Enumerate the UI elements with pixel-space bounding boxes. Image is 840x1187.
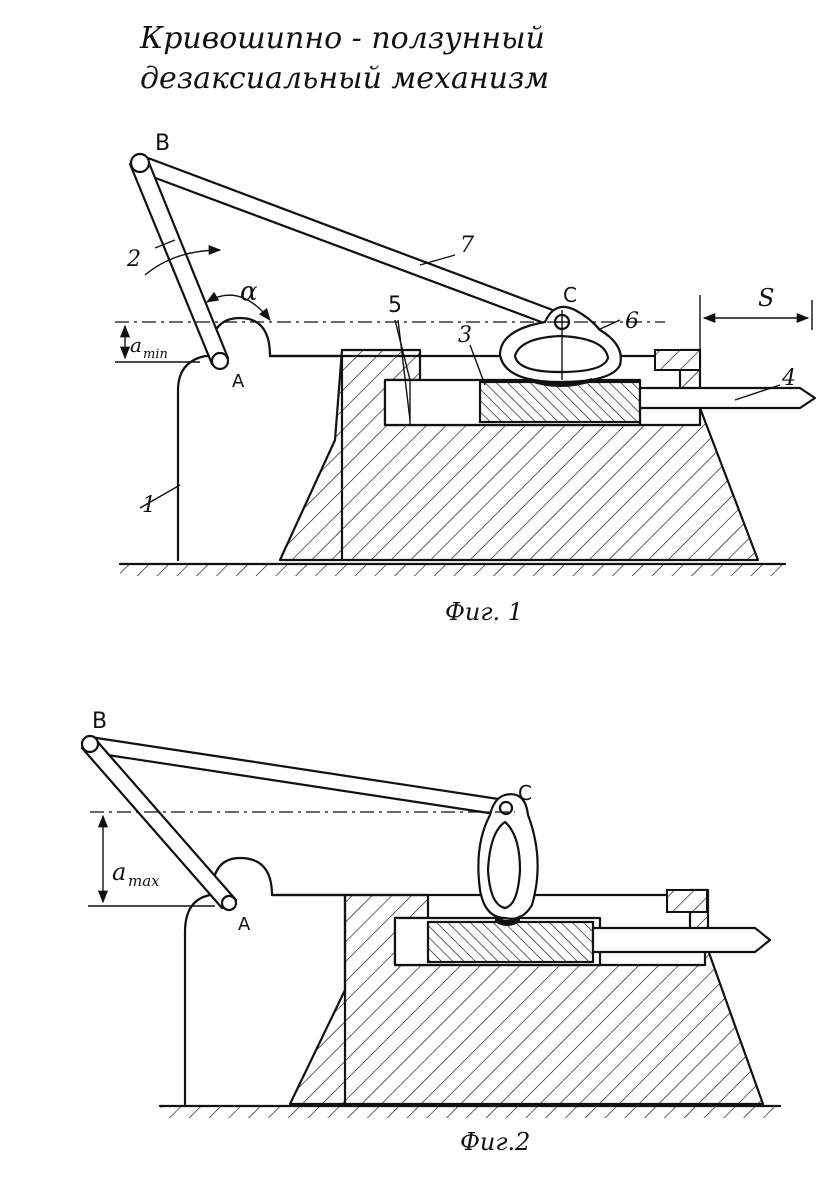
fig1-part-3: 3 xyxy=(458,323,472,348)
fig1-label-alpha: α xyxy=(240,277,258,307)
fig1-part-2: 2 xyxy=(126,247,141,272)
fig2-caption: Фиг.2 xyxy=(460,1128,530,1156)
fig2-label-amax-sub: max xyxy=(128,872,160,890)
title-line-2: дезаксиальный механизм xyxy=(140,61,549,96)
fig1-stand-1 xyxy=(176,316,344,562)
fig1-slider-3 xyxy=(478,380,642,424)
fig1-joint-B xyxy=(129,152,151,174)
figure-1: B A C α a min S 1 2 3 4 5 6 7 Фиг. 1 xyxy=(115,131,817,626)
fig2-coupler xyxy=(477,793,539,920)
fig1-part-6: 6 xyxy=(625,309,639,334)
fig1-label-amin: a xyxy=(130,333,142,357)
fig1-label-B: B xyxy=(155,131,170,156)
fig2-joint-C xyxy=(498,800,514,816)
fig1-contact-pad xyxy=(530,378,592,387)
fig1-rotation-arrow xyxy=(144,244,222,276)
fig2-stand-1 xyxy=(183,856,347,1106)
fig1-joint-A xyxy=(210,351,230,371)
fig1-ground xyxy=(118,562,787,576)
fig1-angle-alpha-arc xyxy=(205,291,271,321)
fig2-label-A: A xyxy=(238,914,251,935)
fig2-ground xyxy=(158,1104,782,1118)
fig2-rod-4 xyxy=(591,926,772,954)
fig1-rod-4 xyxy=(638,386,817,410)
fig1-coupler-6 xyxy=(498,305,622,384)
fig2-label-C: C xyxy=(518,781,532,805)
fig1-label-A: A xyxy=(232,371,245,392)
title-line-1: Кривошипно - ползунный xyxy=(139,21,545,56)
fig1-part-5: 5 xyxy=(388,293,402,318)
fig2-joint-A xyxy=(220,894,238,912)
fig1-part-4: 4 xyxy=(781,366,796,391)
fig2-guide-corner xyxy=(666,889,708,913)
fig1-caption: Фиг. 1 xyxy=(445,598,523,626)
fig1-label-amin-sub: min xyxy=(143,347,168,362)
fig1-label-C: C xyxy=(563,283,577,307)
fig2-slider-3 xyxy=(426,920,595,964)
figure-2: B A C a max Фиг.2 xyxy=(80,709,782,1156)
fig1-guide-corner xyxy=(654,349,701,371)
fig1-part-1: 1 xyxy=(142,493,156,518)
fig2-joint-B xyxy=(80,734,100,754)
fig2-contact-pad xyxy=(495,915,520,926)
fig2-label-B: B xyxy=(92,709,107,734)
fig1-part-7: 7 xyxy=(460,233,474,258)
fig2-label-amax: a xyxy=(112,858,126,886)
fig1-label-S: S xyxy=(758,284,774,312)
